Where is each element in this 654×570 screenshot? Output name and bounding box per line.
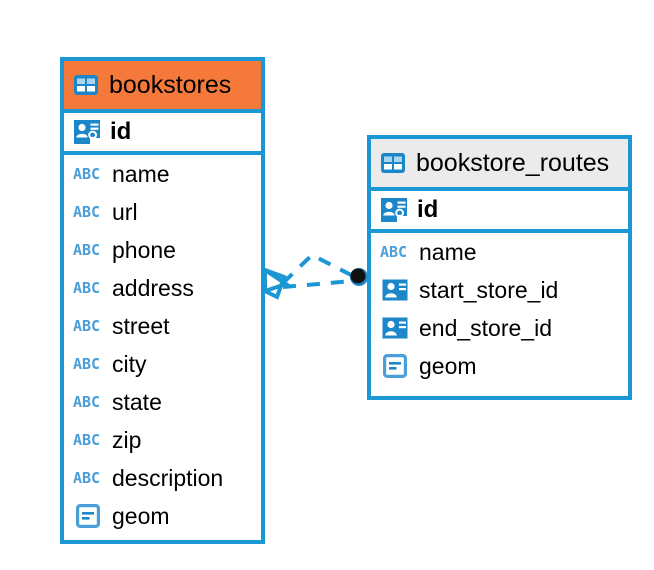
foreign-key-icon <box>382 279 408 301</box>
abc-icon: ABC <box>73 316 101 335</box>
field-row-address[interactable]: ABC address <box>64 269 261 307</box>
field-list-bookstores: ABC name ABC url ABC phone ABC address A… <box>64 155 261 535</box>
abc-icon: ABC <box>73 354 101 373</box>
abc-icon: ABC <box>73 430 101 449</box>
geometry-icon <box>383 354 407 378</box>
field-label: start_store_id <box>419 276 559 303</box>
crows-foot-many-marker <box>263 267 291 300</box>
field-row-geom[interactable]: geom <box>371 347 628 385</box>
abc-icon: ABC <box>380 242 408 261</box>
abc-icon: ABC <box>73 164 101 183</box>
foreign-key-icon <box>382 317 408 339</box>
field-row-name[interactable]: ABC name <box>371 233 628 271</box>
entity-header-bookstores[interactable]: bookstores <box>64 61 261 109</box>
field-row-city[interactable]: ABC city <box>64 345 261 383</box>
abc-icon: ABC <box>73 468 101 487</box>
field-label: city <box>112 350 147 377</box>
one-endpoint-marker <box>350 268 368 286</box>
field-label: end_store_id <box>419 314 552 341</box>
field-label: street <box>112 312 170 339</box>
field-label: name <box>419 238 477 265</box>
abc-icon: ABC <box>73 278 101 297</box>
field-label: geom <box>112 502 170 529</box>
table-icon <box>381 153 405 173</box>
field-label: url <box>112 198 138 225</box>
field-label: state <box>112 388 162 415</box>
field-label: zip <box>112 426 142 453</box>
relationship-line-lower <box>282 279 354 289</box>
field-row-geom[interactable]: geom <box>64 497 261 535</box>
field-label: description <box>112 464 224 491</box>
field-row-description[interactable]: ABC description <box>64 459 261 497</box>
field-row-phone[interactable]: ABC phone <box>64 231 261 269</box>
primary-key-icon <box>381 198 407 222</box>
field-list-bookstore-routes: ABC name start_store_id <box>371 233 628 385</box>
primary-key-icon <box>74 120 100 144</box>
primary-key-label: id <box>110 118 132 145</box>
field-row-name[interactable]: ABC name <box>64 155 261 193</box>
entity-name-label: bookstores <box>109 70 232 99</box>
field-row-zip[interactable]: ABC zip <box>64 421 261 459</box>
field-label: geom <box>419 352 477 379</box>
entity-name-label: bookstore_routes <box>416 148 610 177</box>
primary-key-row-bookstore-routes-id[interactable]: id <box>371 187 628 233</box>
geometry-icon <box>76 504 100 528</box>
field-label: name <box>112 160 170 187</box>
abc-icon: ABC <box>73 202 101 221</box>
table-icon <box>74 75 98 95</box>
primary-key-row-bookstores-id[interactable]: id <box>64 109 261 155</box>
abc-icon: ABC <box>73 392 101 411</box>
relationship-line-upper <box>281 252 356 285</box>
field-row-state[interactable]: ABC state <box>64 383 261 421</box>
entity-table-bookstore-routes[interactable]: bookstore_routes id ABC name <box>367 135 632 400</box>
field-row-start-store-id[interactable]: start_store_id <box>371 271 628 309</box>
entity-table-bookstores[interactable]: bookstores id ABC name ABC url <box>60 57 265 544</box>
abc-icon: ABC <box>73 240 101 259</box>
entity-header-bookstore-routes[interactable]: bookstore_routes <box>371 139 628 187</box>
field-row-street[interactable]: ABC street <box>64 307 261 345</box>
primary-key-label: id <box>417 196 439 223</box>
relationship-bookstores-to-bookstore-routes[interactable] <box>263 252 368 300</box>
field-label: phone <box>112 236 176 263</box>
field-row-end-store-id[interactable]: end_store_id <box>371 309 628 347</box>
field-row-url[interactable]: ABC url <box>64 193 261 231</box>
field-label: address <box>112 274 194 301</box>
